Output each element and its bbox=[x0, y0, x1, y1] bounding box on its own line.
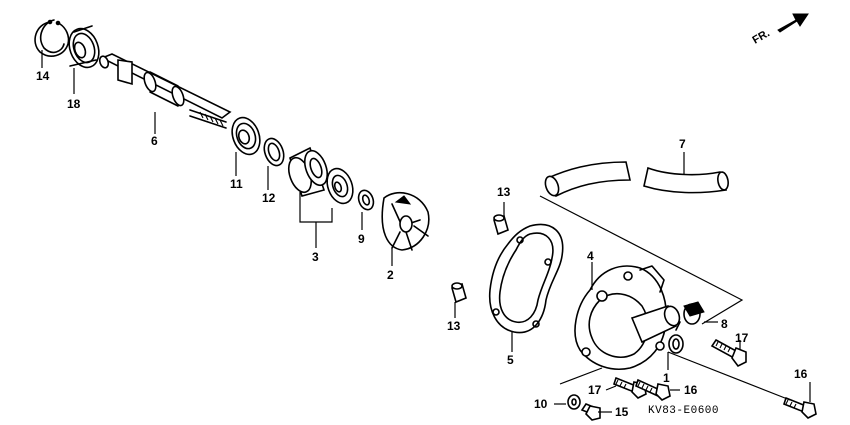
part-water-pump-shaft bbox=[98, 53, 232, 129]
part-bolt-16-lower bbox=[635, 378, 671, 401]
callout-9: 9 bbox=[358, 232, 365, 246]
callout-6: 6 bbox=[151, 134, 158, 148]
part-washer bbox=[357, 189, 375, 211]
callout-5: 5 bbox=[507, 353, 514, 367]
front-direction-arrow-icon bbox=[777, 13, 809, 33]
callout-11: 11 bbox=[230, 177, 243, 191]
callout-4: 4 bbox=[587, 249, 594, 263]
callout-3: 3 bbox=[312, 250, 319, 264]
part-washer-10 bbox=[567, 394, 581, 410]
callout-13-upper: 13 bbox=[497, 185, 511, 199]
part-o-ring bbox=[668, 334, 684, 354]
part-bearing-shaft bbox=[68, 25, 100, 69]
part-dowel-pin-upper bbox=[493, 214, 509, 236]
part-hose-clamp bbox=[675, 301, 705, 331]
part-bolt-17-upper bbox=[710, 338, 747, 368]
callout-16-lower: 16 bbox=[684, 383, 698, 397]
part-impeller bbox=[381, 191, 430, 251]
part-circlip bbox=[34, 19, 70, 57]
front-direction-indicator: FR. bbox=[751, 13, 809, 47]
part-water-hose bbox=[544, 161, 729, 198]
callout-18: 18 bbox=[67, 97, 81, 111]
callout-13-lower: 13 bbox=[447, 319, 461, 333]
callout-16-right: 16 bbox=[794, 367, 808, 381]
callout-2: 2 bbox=[387, 268, 394, 282]
callout-1: 1 bbox=[663, 371, 670, 385]
callout-15: 15 bbox=[615, 405, 629, 419]
part-bolt-15 bbox=[580, 403, 601, 421]
callout-12: 12 bbox=[262, 191, 276, 205]
part-mechanical-seal bbox=[287, 146, 354, 205]
front-direction-label: FR. bbox=[751, 27, 772, 46]
callout-7: 7 bbox=[679, 137, 686, 151]
callout-8: 8 bbox=[721, 317, 728, 331]
callout-17-upper: 17 bbox=[735, 331, 749, 345]
drawing-code: KV83-E0600 bbox=[648, 405, 719, 417]
callout-10: 10 bbox=[534, 397, 548, 411]
part-water-pump-cover bbox=[574, 265, 681, 370]
part-oil-seal bbox=[263, 137, 285, 167]
callout-14: 14 bbox=[36, 69, 50, 83]
part-bolt-16-right bbox=[783, 396, 817, 419]
part-bearing-11 bbox=[231, 116, 261, 156]
part-gasket bbox=[488, 223, 564, 334]
part-dowel-pin-lower bbox=[451, 282, 467, 304]
callout-17-lower: 17 bbox=[588, 383, 602, 397]
